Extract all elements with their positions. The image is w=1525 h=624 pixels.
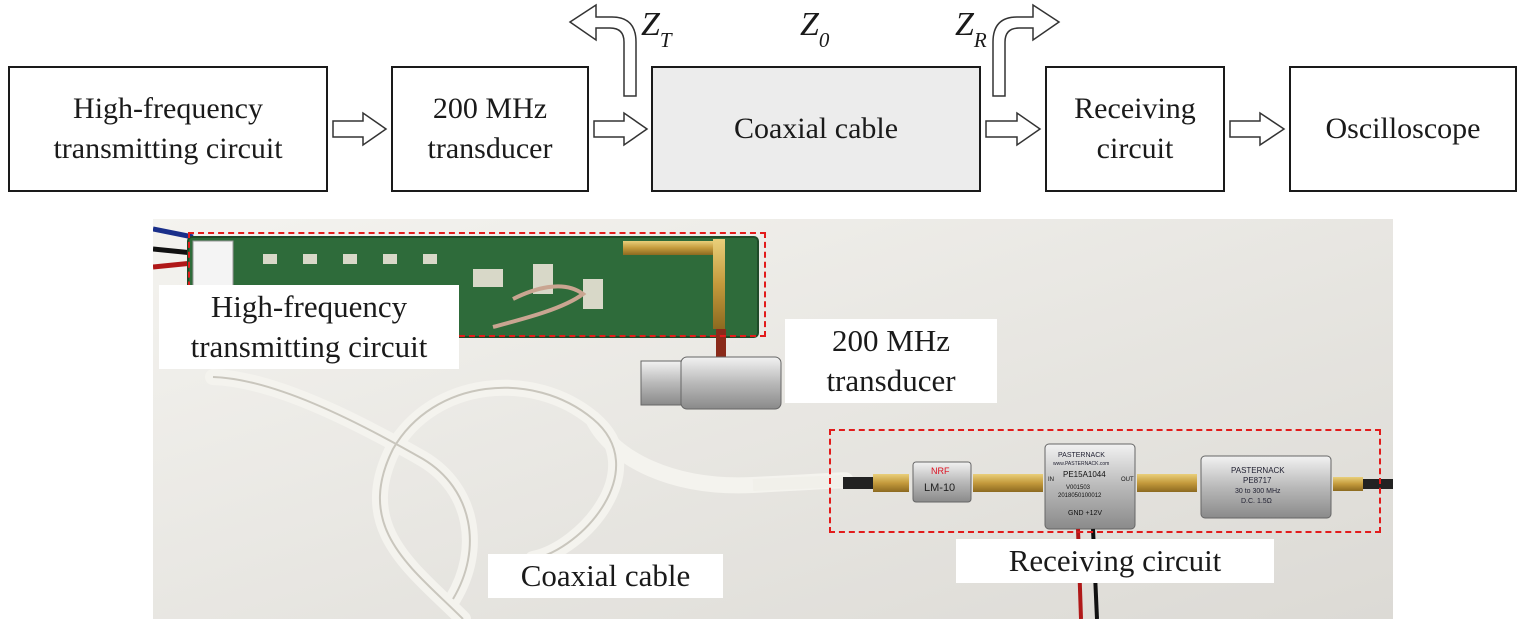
block-transmitter-line2: transmitting circuit (53, 132, 283, 165)
filter-brand-text: NRF (931, 466, 950, 476)
bp-dc-text: D.C. 1.5Ω (1241, 498, 1272, 505)
label-transmitter-line1: High-frequency (210, 289, 408, 324)
amp-serial1-text: V001503 (1066, 485, 1091, 491)
receiver-adapter-3 (1137, 474, 1197, 492)
bp-brand-text: PASTERNACK (1231, 466, 1285, 475)
impedance-zt: ZT (641, 6, 672, 52)
receiver-adapter-2 (973, 474, 1043, 492)
block-transmitter-line1: High-frequency (73, 92, 263, 125)
amplifier-pe15a1044 (1044, 443, 1136, 530)
label-transmitter-line2: transmitting circuit (190, 329, 428, 364)
wire-blue (153, 226, 194, 240)
transducer-body (680, 356, 782, 410)
label-receiver: Receiving circuit (956, 539, 1274, 583)
amp-out-text: OUT (1121, 477, 1134, 483)
flow-arrow-1 (332, 111, 388, 147)
wire-red (153, 260, 194, 270)
filter-lm10 (912, 461, 972, 503)
wire-black (153, 246, 194, 256)
highlight-receiver (829, 429, 1381, 533)
flow-arrow-3 (985, 111, 1042, 147)
bandpass-pe8717 (1200, 455, 1332, 519)
setup-photo: NRF LM-10 PASTERNACK www.PASTERNACK.com … (153, 219, 1393, 619)
block-transducer: 200 MHz transducer (391, 66, 589, 192)
amp-brand-text: PASTERNACK (1058, 452, 1105, 459)
receiver-input-plug (843, 477, 873, 489)
transmission-arrow-zr (992, 3, 1061, 97)
block-receiver: Receiving circuit (1045, 66, 1225, 192)
block-receiver-line2: circuit (1096, 132, 1174, 165)
coaxial-cable-to-receiver (752, 475, 844, 491)
highlight-transmitter (188, 232, 766, 337)
bp-range-text: 30 to 300 MHz (1235, 488, 1281, 495)
receiver-output-adapter (1333, 477, 1363, 491)
amp-power-text: GND +12V (1068, 510, 1102, 517)
pcb-sma-vertical (713, 239, 725, 329)
diagram-arrows (332, 3, 1286, 147)
block-receiver-line1: Receiving (1074, 92, 1196, 125)
filter-model-text: LM-10 (924, 482, 955, 494)
flow-arrow-4 (1229, 111, 1286, 147)
reflection-arrow-zt (568, 3, 637, 97)
flow-arrow-2 (593, 111, 649, 147)
label-transducer-line1: 200 MHz (832, 323, 950, 358)
pcb-sma-top (623, 241, 713, 255)
amp-model-text: PE15A1044 (1063, 470, 1106, 479)
receiver-output-cable (1363, 479, 1393, 489)
label-transducer: 200 MHz transducer (785, 319, 997, 403)
block-oscilloscope: Oscilloscope (1289, 66, 1517, 192)
coaxial-cable-texture (212, 376, 617, 619)
block-coaxial-cable: Coaxial cable (651, 66, 981, 192)
amp-url-text: www.PASTERNACK.com (1053, 461, 1109, 467)
label-coaxial-cable: Coaxial cable (488, 554, 723, 598)
impedance-zr: ZR (955, 6, 987, 52)
block-oscilloscope-line1: Oscilloscope (1325, 112, 1481, 145)
block-transducer-line1: 200 MHz (432, 92, 548, 125)
transducer-connector (640, 360, 682, 406)
transducer-lead (716, 329, 726, 359)
amp-serial2-text: 2018050100012 (1058, 493, 1102, 499)
block-cable-line1: Coaxial cable (733, 112, 899, 145)
block-transmitter: High-frequency transmitting circuit (8, 66, 328, 192)
pcb-jumper-cable (492, 284, 587, 329)
label-transmitter: High-frequency transmitting circuit (159, 285, 459, 369)
bp-model-text: PE8717 (1243, 476, 1272, 485)
amp-in-text: IN (1048, 477, 1054, 483)
receiver-adapter-1 (873, 474, 909, 492)
block-transducer-line2: transducer (427, 132, 553, 165)
label-transducer-line2: transducer (826, 363, 956, 398)
impedance-z0: Z0 (800, 6, 830, 52)
